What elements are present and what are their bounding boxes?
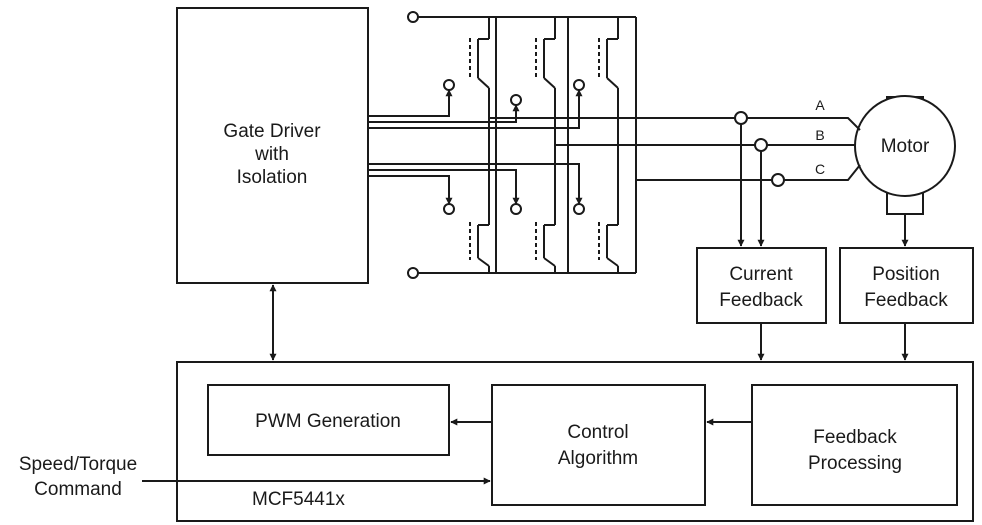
motor-label: Motor xyxy=(881,136,930,157)
position-feedback-label-2: Feedback xyxy=(864,290,948,311)
input-label-2: Command xyxy=(34,479,122,500)
current-feedback-box xyxy=(696,247,827,324)
feedback-processing-label-2: Processing xyxy=(808,453,902,474)
control-algorithm-label-1: Control xyxy=(567,422,628,443)
position-feedback-label-1: Position xyxy=(872,264,940,285)
phase-label-b: B xyxy=(815,127,824,143)
current-feedback-label-1: Current xyxy=(729,264,793,285)
control-algorithm-box xyxy=(491,384,706,506)
gate-drive-signals xyxy=(368,89,583,205)
phase-lines xyxy=(489,111,861,187)
gate-driver-label-2: with xyxy=(254,144,289,165)
dc-bus-rails xyxy=(407,11,636,279)
current-feedback-label-2: Feedback xyxy=(719,290,803,311)
phase-label-a: A xyxy=(815,97,825,113)
feedback-processing-box xyxy=(751,384,958,506)
gate-driver-label-3: Isolation xyxy=(237,167,308,188)
mcu-box xyxy=(176,361,974,522)
mcu-label: MCF5441x xyxy=(252,489,345,510)
phase-label-c: C xyxy=(815,161,825,177)
control-algorithm-label-2: Algorithm xyxy=(558,448,638,469)
pwm-generation-label: PWM Generation xyxy=(255,411,401,432)
gate-driver-label-1: Gate Driver xyxy=(223,121,321,142)
pwm-generation-box xyxy=(207,384,450,456)
position-feedback-box xyxy=(839,247,974,324)
gate-driver-box xyxy=(176,7,369,284)
feedback-processing-label-1: Feedback xyxy=(813,427,897,448)
input-label-1: Speed/Torque xyxy=(19,454,137,475)
